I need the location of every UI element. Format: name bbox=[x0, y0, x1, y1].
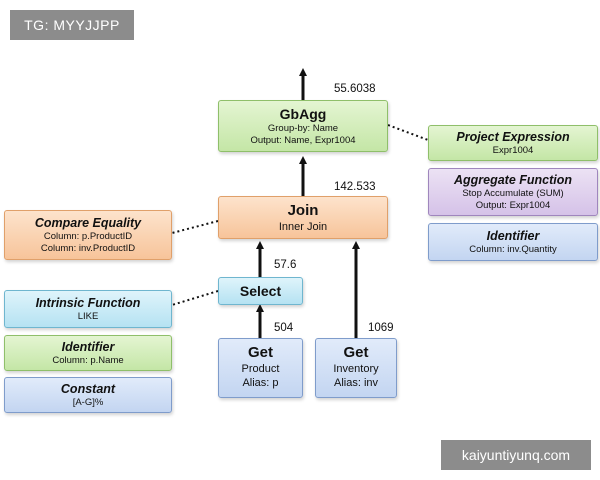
project-expression-node: Project Expression Expr1004 bbox=[428, 125, 598, 161]
gbagg-output: Output: Name, Expr1004 bbox=[250, 135, 356, 146]
join-type: Inner Join bbox=[278, 221, 328, 233]
select-title: Select bbox=[239, 283, 282, 299]
compare-equality-title: Compare Equality bbox=[34, 216, 142, 230]
gbagg-node: GbAgg Group-by: Name Output: Name, Expr1… bbox=[218, 100, 388, 152]
get-inventory-alias: Alias: inv bbox=[333, 377, 379, 389]
get-inventory-table: Inventory bbox=[333, 363, 379, 375]
join-output-count: 142.533 bbox=[334, 181, 376, 193]
join-dotted-link bbox=[171, 220, 219, 234]
intrinsic-function-node: Intrinsic Function LIKE bbox=[4, 290, 172, 328]
aggregate-function-node: Aggregate Function Stop Accumulate (SUM)… bbox=[428, 168, 598, 216]
constant-title: Constant bbox=[60, 382, 116, 396]
select-node: Select bbox=[218, 277, 303, 305]
constant-node: Constant [A-G]% bbox=[4, 377, 172, 413]
identifier-name-column: Column: p.Name bbox=[52, 355, 124, 366]
identifier-quantity-column: Column: inv.Quantity bbox=[469, 244, 557, 255]
get-inventory-output-count: 1069 bbox=[368, 322, 394, 334]
watermark-top: TG: MYYJJPP bbox=[10, 10, 134, 40]
project-expression-title: Project Expression bbox=[456, 130, 570, 144]
identifier-quantity-node: Identifier Column: inv.Quantity bbox=[428, 223, 598, 261]
gbagg-output-count: 55.6038 bbox=[334, 83, 376, 95]
get-product-title: Get bbox=[247, 344, 273, 361]
aggregate-function-op: Stop Accumulate (SUM) bbox=[462, 188, 564, 199]
get-inventory-title: Get bbox=[343, 344, 369, 361]
join-title: Join bbox=[287, 202, 319, 219]
constant-value: [A-G]% bbox=[72, 397, 104, 408]
identifier-name-node: Identifier Column: p.Name bbox=[4, 335, 172, 371]
compare-equality-right: Column: inv.ProductID bbox=[40, 243, 136, 254]
intrinsic-function-title: Intrinsic Function bbox=[35, 296, 141, 310]
join-node: Join Inner Join bbox=[218, 196, 388, 239]
gbagg-dotted-link bbox=[387, 124, 429, 141]
get-product-table: Product bbox=[241, 363, 280, 375]
gbagg-title: GbAgg bbox=[279, 106, 327, 122]
identifier-name-title: Identifier bbox=[61, 340, 115, 354]
project-expression-value: Expr1004 bbox=[492, 145, 534, 156]
watermark-bottom: kaiyuntiyunq.com bbox=[441, 440, 591, 470]
intrinsic-function-value: LIKE bbox=[77, 311, 99, 322]
identifier-quantity-title: Identifier bbox=[486, 229, 540, 243]
get-product-alias: Alias: p bbox=[242, 377, 279, 389]
aggregate-function-output: Output: Expr1004 bbox=[475, 200, 551, 211]
gbagg-groupby: Group-by: Name bbox=[267, 123, 339, 134]
aggregate-function-title: Aggregate Function bbox=[453, 173, 573, 187]
select-dotted-link bbox=[171, 290, 219, 306]
get-product-output-count: 504 bbox=[274, 322, 294, 334]
compare-equality-node: Compare Equality Column: p.ProductID Col… bbox=[4, 210, 172, 260]
compare-equality-left: Column: p.ProductID bbox=[43, 231, 133, 242]
get-product-node: Get Product Alias: p bbox=[218, 338, 303, 398]
get-inventory-node: Get Inventory Alias: inv bbox=[315, 338, 397, 398]
select-output-count: 57.6 bbox=[274, 259, 297, 271]
